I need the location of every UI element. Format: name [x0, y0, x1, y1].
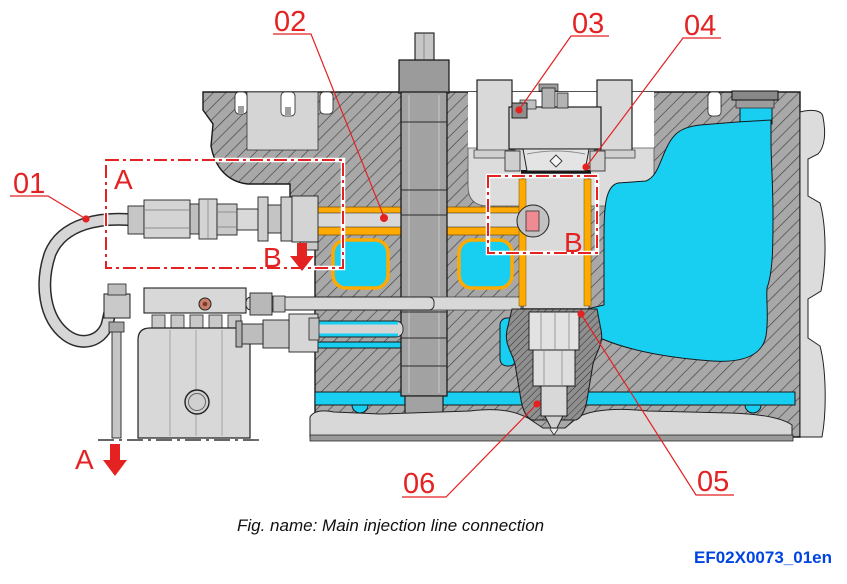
connector-body: [522, 175, 590, 310]
nozzle-tip-mark: [549, 428, 559, 436]
clamp-post-right: [596, 79, 633, 157]
pump-rod: [245, 296, 435, 311]
view-marker-b-mid: B: [263, 242, 282, 273]
base-plate-edge: [309, 434, 794, 442]
detail-box-b: [485, 173, 600, 256]
figure-caption: Fig. name: Main injection line connectio…: [237, 516, 544, 535]
injector-assembly: [473, 79, 636, 172]
base-plate: [309, 408, 793, 438]
view-marker-a-top: A: [114, 164, 133, 195]
doc-code: EF02X0073_01en: [694, 548, 832, 567]
coolant-neck-cap: [731, 90, 779, 101]
top-slots: [234, 91, 722, 117]
pump-head: [143, 287, 247, 314]
nozzle-tip: [544, 415, 564, 429]
callout-02: 02: [274, 6, 306, 38]
callout-03: 03: [572, 8, 604, 40]
callout-dots: [82, 106, 590, 408]
callout-05: 05: [697, 466, 729, 498]
coolant-pocket-left: [331, 238, 390, 290]
coolant-pocket-right: [457, 238, 514, 290]
callout-06: 06: [403, 468, 435, 500]
coolant-jacket-main: [586, 119, 774, 362]
pump-element-shaft: [398, 32, 450, 421]
right-profile: [731, 90, 826, 438]
callout-01: 01: [13, 168, 45, 200]
nozzle-upper: [528, 311, 580, 351]
flow-arrow-b: [290, 243, 314, 271]
view-marker-b-box: B: [564, 227, 583, 258]
pump-body: [137, 327, 251, 439]
pump-bolt-row: [151, 314, 242, 329]
callout-04: 04: [684, 10, 716, 42]
connector-pressure-seal: [525, 210, 540, 232]
connector-seat-line: [521, 170, 591, 174]
nozzle-mid: [532, 349, 576, 387]
line-connector: [516, 170, 592, 310]
coolant-jacket: [314, 103, 796, 414]
flow-arrow-a: [103, 444, 127, 476]
bracket-bolt: [541, 87, 556, 109]
connector-seal-right: [583, 178, 592, 307]
pump-drain-rod: [111, 329, 122, 439]
union-fitting-chain: [127, 195, 319, 251]
detail-box-a: [103, 157, 346, 271]
clamp-post-left: [476, 79, 513, 157]
view-marker-a-bottom: A: [75, 444, 94, 475]
coolant-line-small: [314, 341, 404, 349]
nozzle-sleeve: [505, 308, 603, 436]
fuel-line-01: [39, 214, 143, 347]
callout-leaders: [10, 33, 734, 498]
fuel-pump: [98, 283, 435, 441]
annotations: 01 02 03 04 05 06 A B B A: [10, 6, 734, 500]
banjo-fitting: [103, 293, 131, 319]
nozzle-lower: [540, 385, 568, 417]
injector-diamond-mark: [549, 154, 563, 168]
external-fuel-line: [38, 195, 319, 348]
connector-seal-left: [518, 178, 527, 307]
